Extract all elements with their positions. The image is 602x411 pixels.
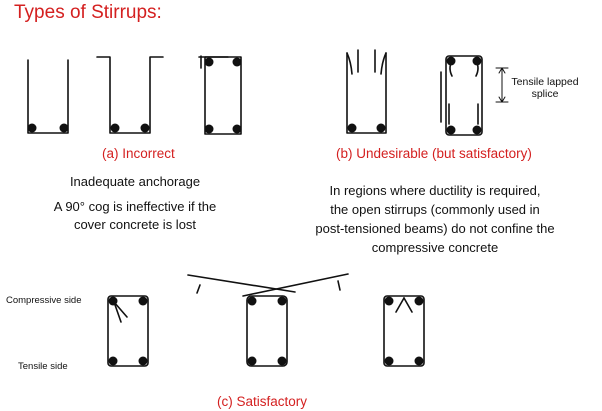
stirrup-a1-open-u (27, 59, 69, 134)
longitudinal-bars (27, 56, 482, 366)
splice-label-1: Tensile lapped (511, 76, 579, 88)
caption-a: (a) Incorrect (102, 146, 175, 161)
splice-label-2: splice (531, 88, 559, 100)
note-a-2: A 90° cog is ineffective if the (53, 199, 217, 214)
note-b-3: post-tensioned beams) do not confine the (315, 221, 555, 236)
stirrup-a2-90-cog (96, 56, 164, 134)
note-a-1: Inadequate anchorage (69, 174, 201, 189)
stirrup-b2-lapped-splice (440, 55, 483, 136)
caption-b: (b) Undesirable (but satisfactory) (336, 146, 532, 161)
note-b-4: compressive concrete (371, 240, 499, 255)
stirrup-c2-crosstie (187, 273, 349, 367)
note-b-1: In regions where ductility is required, (329, 183, 541, 198)
note-b-2: the open stirrups (commonly used in (330, 202, 540, 217)
stirrup-c3-closed-135-hooks (383, 295, 425, 367)
stirrup-b1-open-hooked (346, 49, 387, 134)
splice-dimension-arrow (495, 67, 509, 103)
label-tensile-side: Tensile side (18, 361, 68, 372)
page-title: Types of Stirrups: (14, 2, 162, 23)
caption-c: (c) Satisfactory (217, 394, 308, 409)
note-a-3: cover concrete is lost (73, 217, 197, 232)
stirrup-c1-closed-135-hooks (107, 295, 149, 367)
stirrup-a3-closed-90 (198, 55, 242, 135)
label-compressive-side: Compressive side (6, 295, 82, 306)
